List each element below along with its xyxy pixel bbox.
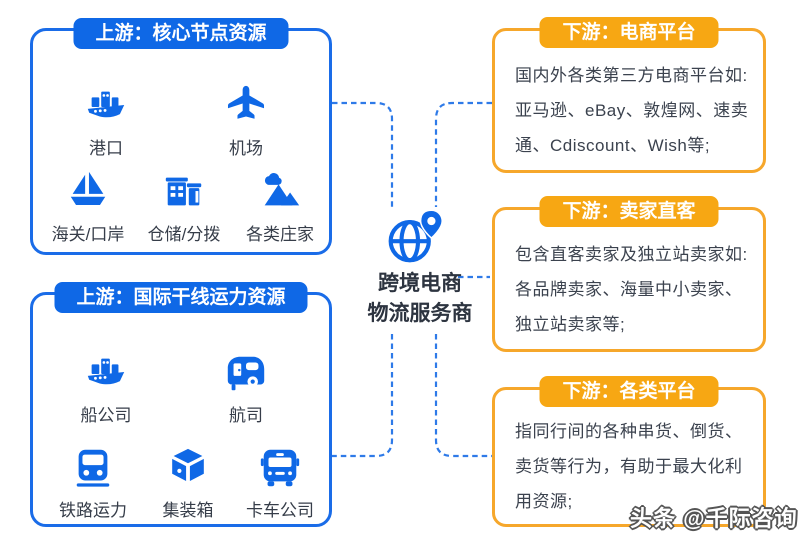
item-label: 各类庄家 xyxy=(246,225,314,244)
globe-location-pin-icon xyxy=(385,207,451,270)
airplane-icon xyxy=(191,83,301,129)
item-rail-capacity: 铁路运力 xyxy=(38,445,148,521)
item-airport: 机场 xyxy=(191,83,301,159)
item-container: 集装箱 xyxy=(133,445,243,521)
item-label: 航司 xyxy=(229,406,263,425)
upstream-core-node-box: 上游：核心节点资源 港口 机场 xyxy=(30,18,335,255)
upstream-trunk-capacity-title: 上游：国际干线运力资源 xyxy=(54,282,308,313)
item-label: 港口 xyxy=(89,139,123,158)
item-airline: 航司 xyxy=(191,350,301,426)
item-label: 船公司 xyxy=(80,406,132,425)
mountains-icon xyxy=(225,169,335,215)
downstream-ecommerce-platform-title: 下游：电商平台 xyxy=(539,17,719,48)
downstream-various-platforms-body: 指同行间的各种串货、倒货、卖货等行为，有助于最大化利用资源; xyxy=(515,422,743,511)
item-port: 港口 xyxy=(51,83,161,159)
item-label: 卡车公司 xyxy=(246,501,314,520)
downstream-direct-sellers-box: 下游：卖家直客 包含直客卖家及独立站卖家如:各品牌卖家、海量中小卖家、独立站卖家… xyxy=(492,196,766,352)
downstream-ecommerce-platform-box: 下游：电商平台 国内外各类第三方电商平台如:亚马逊、eBay、敦煌网、速卖通、C… xyxy=(492,17,766,173)
item-truck-company: 卡车公司 xyxy=(225,445,335,521)
upstream-trunk-capacity-box: 上游：国际干线运力资源 船公司 xyxy=(30,282,335,527)
item-dealers: 各类庄家 xyxy=(225,169,335,245)
downstream-various-platforms-box: 下游：各类平台 指同行间的各种串货、倒货、卖货等行为，有助于最大化利用资源; xyxy=(492,376,766,527)
center-label-line1: 跨境电商 xyxy=(378,272,462,295)
center-label-line2: 物流服务商 xyxy=(367,302,473,325)
container-box-icon xyxy=(133,445,243,491)
sailboat-icon xyxy=(33,169,143,215)
downstream-direct-sellers-title: 下游：卖家直客 xyxy=(539,196,719,227)
item-label: 机场 xyxy=(229,139,263,158)
truck-icon xyxy=(225,445,335,491)
item-warehouse: 仓储/分拨 xyxy=(129,169,239,245)
caravan-icon xyxy=(191,350,301,396)
toutiao-watermark: 头条 @千际咨询 xyxy=(630,506,798,531)
item-label: 铁路运力 xyxy=(59,501,127,520)
train-icon xyxy=(38,445,148,491)
center-node-label: 跨境电商 物流服务商 xyxy=(345,269,495,329)
warehouse-icon xyxy=(129,169,239,215)
item-customs: 海关/口岸 xyxy=(33,169,143,245)
item-label: 海关/口岸 xyxy=(51,225,125,244)
downstream-ecommerce-platform-body: 国内外各类第三方电商平台如:亚马逊、eBay、敦煌网、速卖通、Cdiscount… xyxy=(515,66,749,155)
cargo-ship-icon xyxy=(51,350,161,396)
item-label: 仓储/分拨 xyxy=(147,225,221,244)
upstream-core-node-title: 上游：核心节点资源 xyxy=(73,18,289,49)
item-shipping-company: 船公司 xyxy=(51,350,161,426)
downstream-various-platforms-title: 下游：各类平台 xyxy=(539,376,719,407)
downstream-direct-sellers-body: 包含直客卖家及独立站卖家如:各品牌卖家、海量中小卖家、独立站卖家等; xyxy=(515,245,748,334)
item-label: 集装箱 xyxy=(162,501,214,520)
cargo-ship-icon xyxy=(51,83,161,129)
